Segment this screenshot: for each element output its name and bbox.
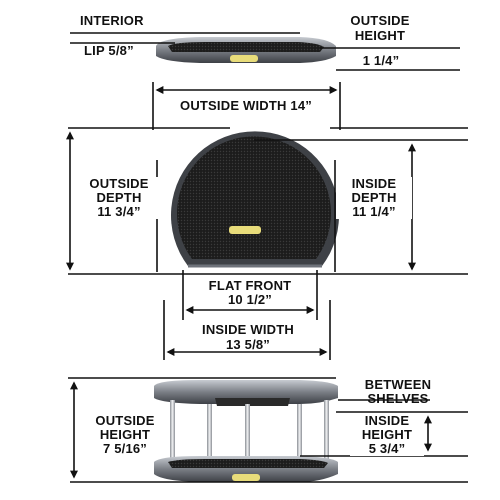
between-shelves-label-2: SHELVES xyxy=(367,391,429,406)
outside-height-top-label-2: HEIGHT xyxy=(354,28,406,43)
outside-depth-label-2: DEPTH xyxy=(78,191,160,205)
lip-label: LIP 5/8” xyxy=(84,43,134,58)
two-tier-side-view xyxy=(154,380,338,482)
inside-height-value: 5 3/4” xyxy=(350,442,424,456)
between-shelves-label-1: BETWEEN xyxy=(364,377,432,392)
inside-depth-label-2: DEPTH xyxy=(336,191,412,205)
inside-height-label-2: HEIGHT xyxy=(350,428,424,442)
brand-badge-main xyxy=(229,226,261,234)
side-view-guides xyxy=(68,377,468,483)
outside-height-bottom-label-2: HEIGHT xyxy=(84,428,166,442)
inside-width-value: 13 5/8” xyxy=(225,337,271,352)
flat-front-value: 10 1/2” xyxy=(227,292,273,307)
inside-depth-label-1: INSIDE xyxy=(336,177,412,191)
outside-depth-label-1: OUTSIDE xyxy=(78,177,160,191)
brand-badge-top xyxy=(230,55,258,62)
outside-height-bottom-label-1: OUTSIDE xyxy=(84,414,166,428)
inside-depth-value: 11 1/4” xyxy=(336,205,412,219)
interior-label: INTERIOR xyxy=(80,13,144,28)
outside-width-label: OUTSIDE WIDTH 14” xyxy=(180,98,312,113)
outside-depth-value: 11 3/4” xyxy=(78,205,160,219)
width-guides-bottom xyxy=(163,270,331,360)
inside-width-label: INSIDE WIDTH xyxy=(202,322,294,337)
flat-front-label: FLAT FRONT xyxy=(208,278,292,293)
top-profile-guides xyxy=(70,32,460,71)
brand-badge-bottom xyxy=(232,474,260,481)
outside-height-bottom-value: 7 5/16” xyxy=(84,442,166,456)
outside-width-guides xyxy=(152,82,341,130)
inside-height-label-1: INSIDE xyxy=(350,414,424,428)
outside-height-top-value: 1 1/4” xyxy=(362,53,400,68)
main-tray-top-view xyxy=(171,131,339,268)
outside-height-top-label-1: OUTSIDE xyxy=(350,13,410,28)
top-tray-profile xyxy=(156,37,336,63)
